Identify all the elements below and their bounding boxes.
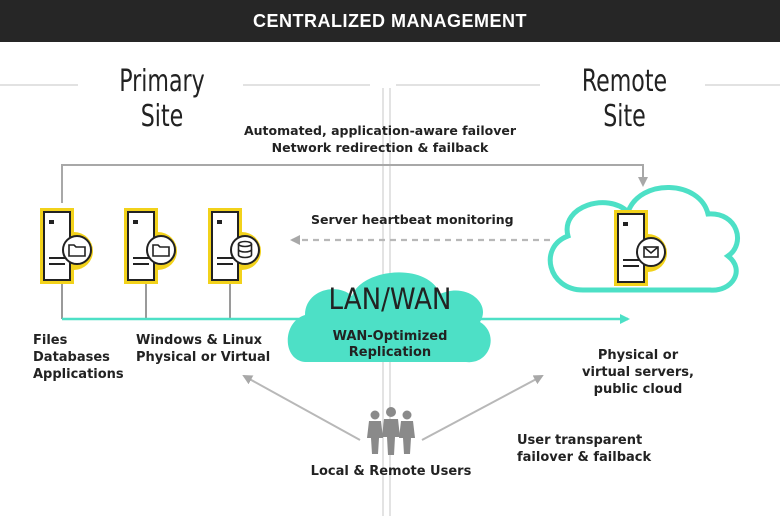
failover-line-1: Automated, application-aware failover: [243, 123, 516, 138]
user-failover-line-1: User transparent: [517, 433, 643, 448]
heartbeat-label: Server heartbeat monitoring: [311, 212, 514, 227]
failover-arrow: [61, 164, 648, 203]
network-line-2: Replication: [348, 345, 432, 360]
failover-line-2: Network redirection & failback: [271, 140, 489, 155]
label-files: Files: [33, 333, 68, 348]
label-type: Physical or Virtual: [136, 350, 271, 365]
network-title: LAN/WAN: [328, 282, 452, 316]
primary-workloads-label: Files Databases Applications: [33, 332, 124, 383]
users-label: Local & Remote Users: [310, 464, 472, 479]
label-applications: Applications: [33, 367, 124, 382]
lan-wan-cloud: [287, 272, 491, 363]
primary-os-label: Windows & Linux Physical or Virtual: [136, 332, 270, 366]
user-failover-label: User transparent failover & failback: [517, 432, 651, 466]
network-line-1: WAN-Optimized: [332, 329, 448, 344]
label-databases: Databases: [33, 350, 110, 365]
remote-line-2: virtual servers,: [582, 365, 694, 380]
primary-site-title: Primary Site: [119, 64, 205, 134]
users-icon: [367, 407, 415, 455]
server-windows-icon: [124, 208, 177, 284]
remote-line-1: Physical or: [597, 348, 679, 363]
server-files-icon: [40, 208, 93, 284]
server-database-icon: [208, 208, 261, 284]
remote-line-3: public cloud: [593, 382, 683, 397]
remote-cloud-outline: [547, 185, 740, 293]
header-title: CENTRALIZED MANAGEMENT: [253, 10, 527, 31]
user-failover-line-2: failover & failback: [517, 450, 652, 465]
users-arrow-right: [421, 375, 544, 441]
network-subtitle: WAN-Optimized Replication: [300, 329, 480, 361]
users-arrow-left: [242, 375, 361, 441]
server-remote-icon: [614, 210, 667, 286]
failover-text: Automated, application-aware failover Ne…: [170, 122, 590, 156]
server-drop-lines: [61, 282, 231, 319]
label-os: Windows & Linux: [136, 333, 263, 348]
remote-site-title: Remote Site: [581, 64, 668, 134]
header-bar: CENTRALIZED MANAGEMENT: [0, 0, 780, 42]
remote-server-label: Physical or virtual servers, public clou…: [568, 347, 708, 398]
